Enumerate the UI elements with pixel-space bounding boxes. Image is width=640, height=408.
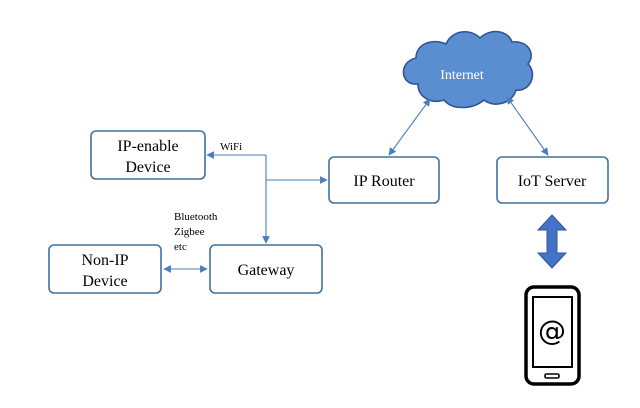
etc-label: etc <box>174 241 187 253</box>
ip-enable-device-label-line1: IP-enable <box>117 138 178 155</box>
iot-server-label: IoT Server <box>518 173 587 190</box>
cloud-icon <box>402 30 534 109</box>
arrow-internet-iot-server <box>506 96 549 156</box>
ip-router-node: IP Router <box>328 156 440 204</box>
internet-label: Internet <box>440 68 484 83</box>
wifi-label: WiFi <box>220 141 242 153</box>
non-ip-device-label-line2: Device <box>82 273 127 290</box>
non-ip-device-node: Non-IP Device <box>48 244 162 294</box>
connectors <box>163 96 549 273</box>
internet-cloud: Internet <box>402 30 534 109</box>
gateway-node: Gateway <box>209 244 323 294</box>
at-symbol: @ <box>538 314 566 347</box>
big-double-arrow-icon <box>536 214 568 269</box>
arrow-router-internet <box>388 98 431 156</box>
ip-enable-device-label-line2: Device <box>125 159 170 176</box>
zigbee-label: Zigbee <box>174 226 205 238</box>
smartphone-icon: @ <box>524 285 581 386</box>
bluetooth-label: Bluetooth <box>174 211 218 223</box>
gateway-label: Gateway <box>238 262 295 279</box>
ip-enable-device-node: IP-enable Device <box>90 130 206 180</box>
ip-router-label: IP Router <box>353 173 415 190</box>
iot-server-node: IoT Server <box>496 156 609 204</box>
non-ip-device-label-line1: Non-IP <box>81 252 128 269</box>
